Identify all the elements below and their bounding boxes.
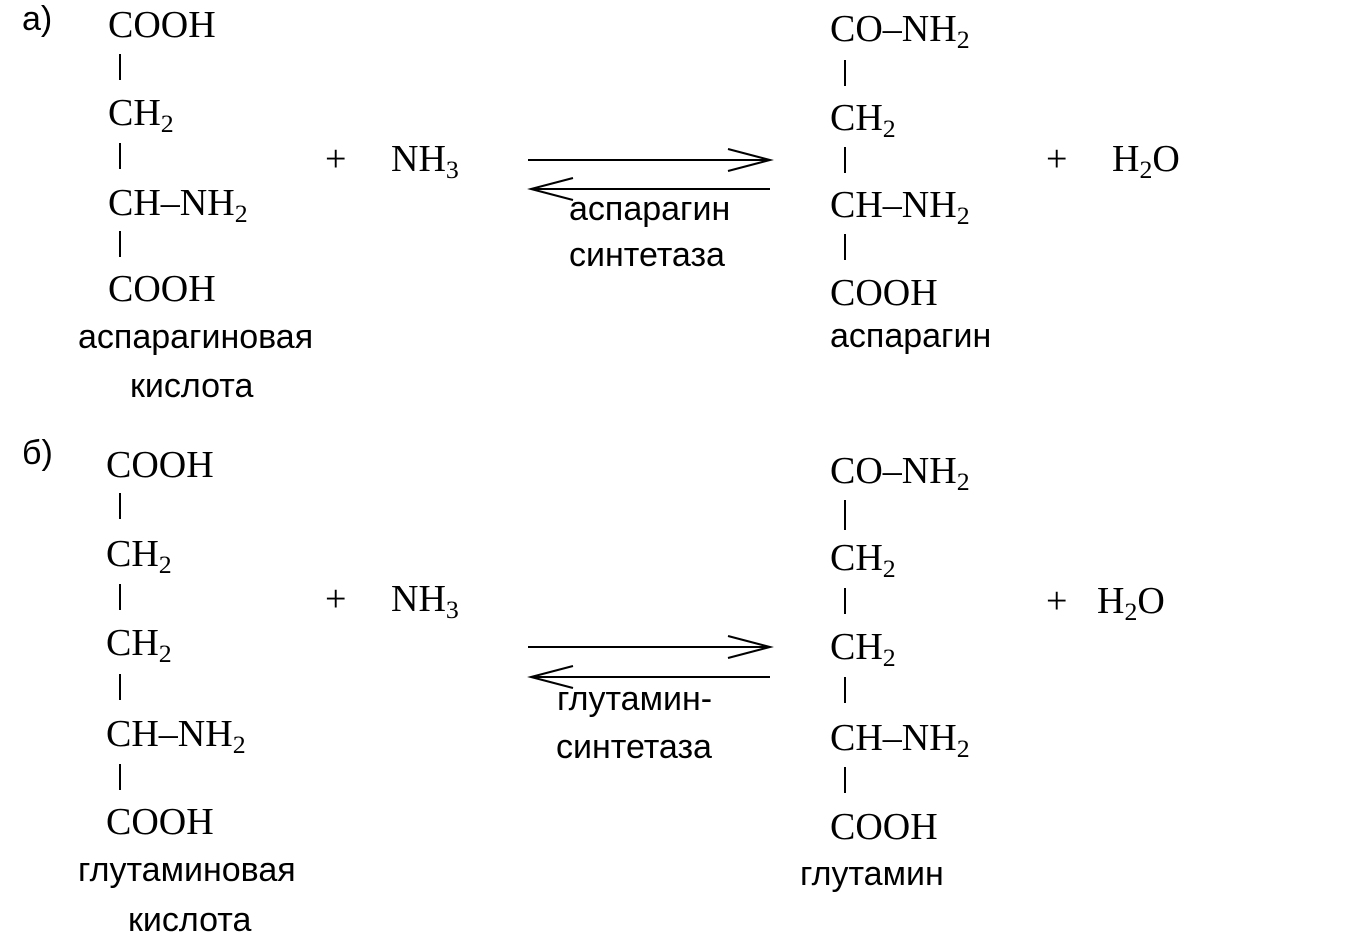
product-b-group-1: CO–NH2	[830, 450, 970, 497]
reactant-a-name-line1: аспарагиновая	[78, 318, 314, 356]
bond-line	[844, 500, 846, 530]
reaction-b-byproduct: H2O	[1097, 580, 1165, 627]
reactant-a-group-2: CH2	[108, 92, 174, 139]
reactant-b-group-3: CH2	[106, 622, 172, 669]
reaction-a-plus-1: +	[325, 138, 347, 180]
equilibrium-arrows-a	[527, 148, 774, 201]
reaction-a-reagent: NH3	[391, 138, 459, 185]
reaction-a-label: а)	[22, 0, 53, 38]
reaction-a-byproduct: H2O	[1112, 138, 1180, 185]
product-b-name: глутамин	[800, 855, 944, 893]
bond-line	[844, 60, 846, 86]
product-b-group-5: COOH	[830, 806, 938, 848]
product-a-group-3: CH–NH2	[830, 184, 970, 231]
bond-line	[119, 54, 121, 80]
product-a-group-4: COOH	[830, 272, 938, 314]
reaction-a-plus-2: +	[1046, 138, 1068, 180]
equilibrium-arrows-b	[527, 635, 774, 689]
product-b-group-2: CH2	[830, 537, 896, 584]
bond-line	[119, 493, 121, 519]
bond-line	[844, 767, 846, 793]
reactant-b-group-2: CH2	[106, 533, 172, 580]
product-a-name: аспарагин	[830, 317, 992, 355]
reaction-b-plus-1: +	[325, 578, 347, 620]
bond-line	[844, 234, 846, 260]
enzyme-a-line2: синтетаза	[569, 236, 725, 274]
reactant-a-name-line2: кислота	[130, 367, 254, 405]
product-a-group-1: CO–NH2	[830, 8, 970, 55]
product-b-group-4: CH–NH2	[830, 717, 970, 764]
bond-line	[119, 231, 121, 257]
reactant-a-group-4: COOH	[108, 268, 216, 310]
bond-line	[844, 677, 846, 703]
reactant-a-group-1: COOH	[108, 4, 216, 46]
reactant-b-group-1: COOH	[106, 444, 214, 486]
reactant-a-group-3: CH–NH2	[108, 182, 248, 229]
enzyme-a-line1: аспарагин	[569, 190, 731, 228]
enzyme-b-line2: синтетаза	[556, 728, 712, 766]
reactant-b-name-line1: глутаминовая	[78, 851, 296, 889]
product-b-group-3: CH2	[830, 626, 896, 673]
reaction-b-plus-2: +	[1046, 580, 1068, 622]
bond-line	[844, 588, 846, 614]
reaction-b-reagent: NH3	[391, 578, 459, 625]
reactant-b-group-4: CH–NH2	[106, 713, 246, 760]
bond-line	[119, 143, 121, 169]
bond-line	[119, 764, 121, 790]
enzyme-b-line1: глутамин-	[557, 680, 713, 718]
bond-line	[119, 584, 121, 610]
product-a-group-2: CH2	[830, 97, 896, 144]
reaction-b-label: б)	[22, 434, 53, 472]
reactant-b-group-5: COOH	[106, 801, 214, 843]
bond-line	[844, 147, 846, 173]
bond-line	[119, 674, 121, 700]
reactant-b-name-line2: кислота	[128, 901, 252, 939]
